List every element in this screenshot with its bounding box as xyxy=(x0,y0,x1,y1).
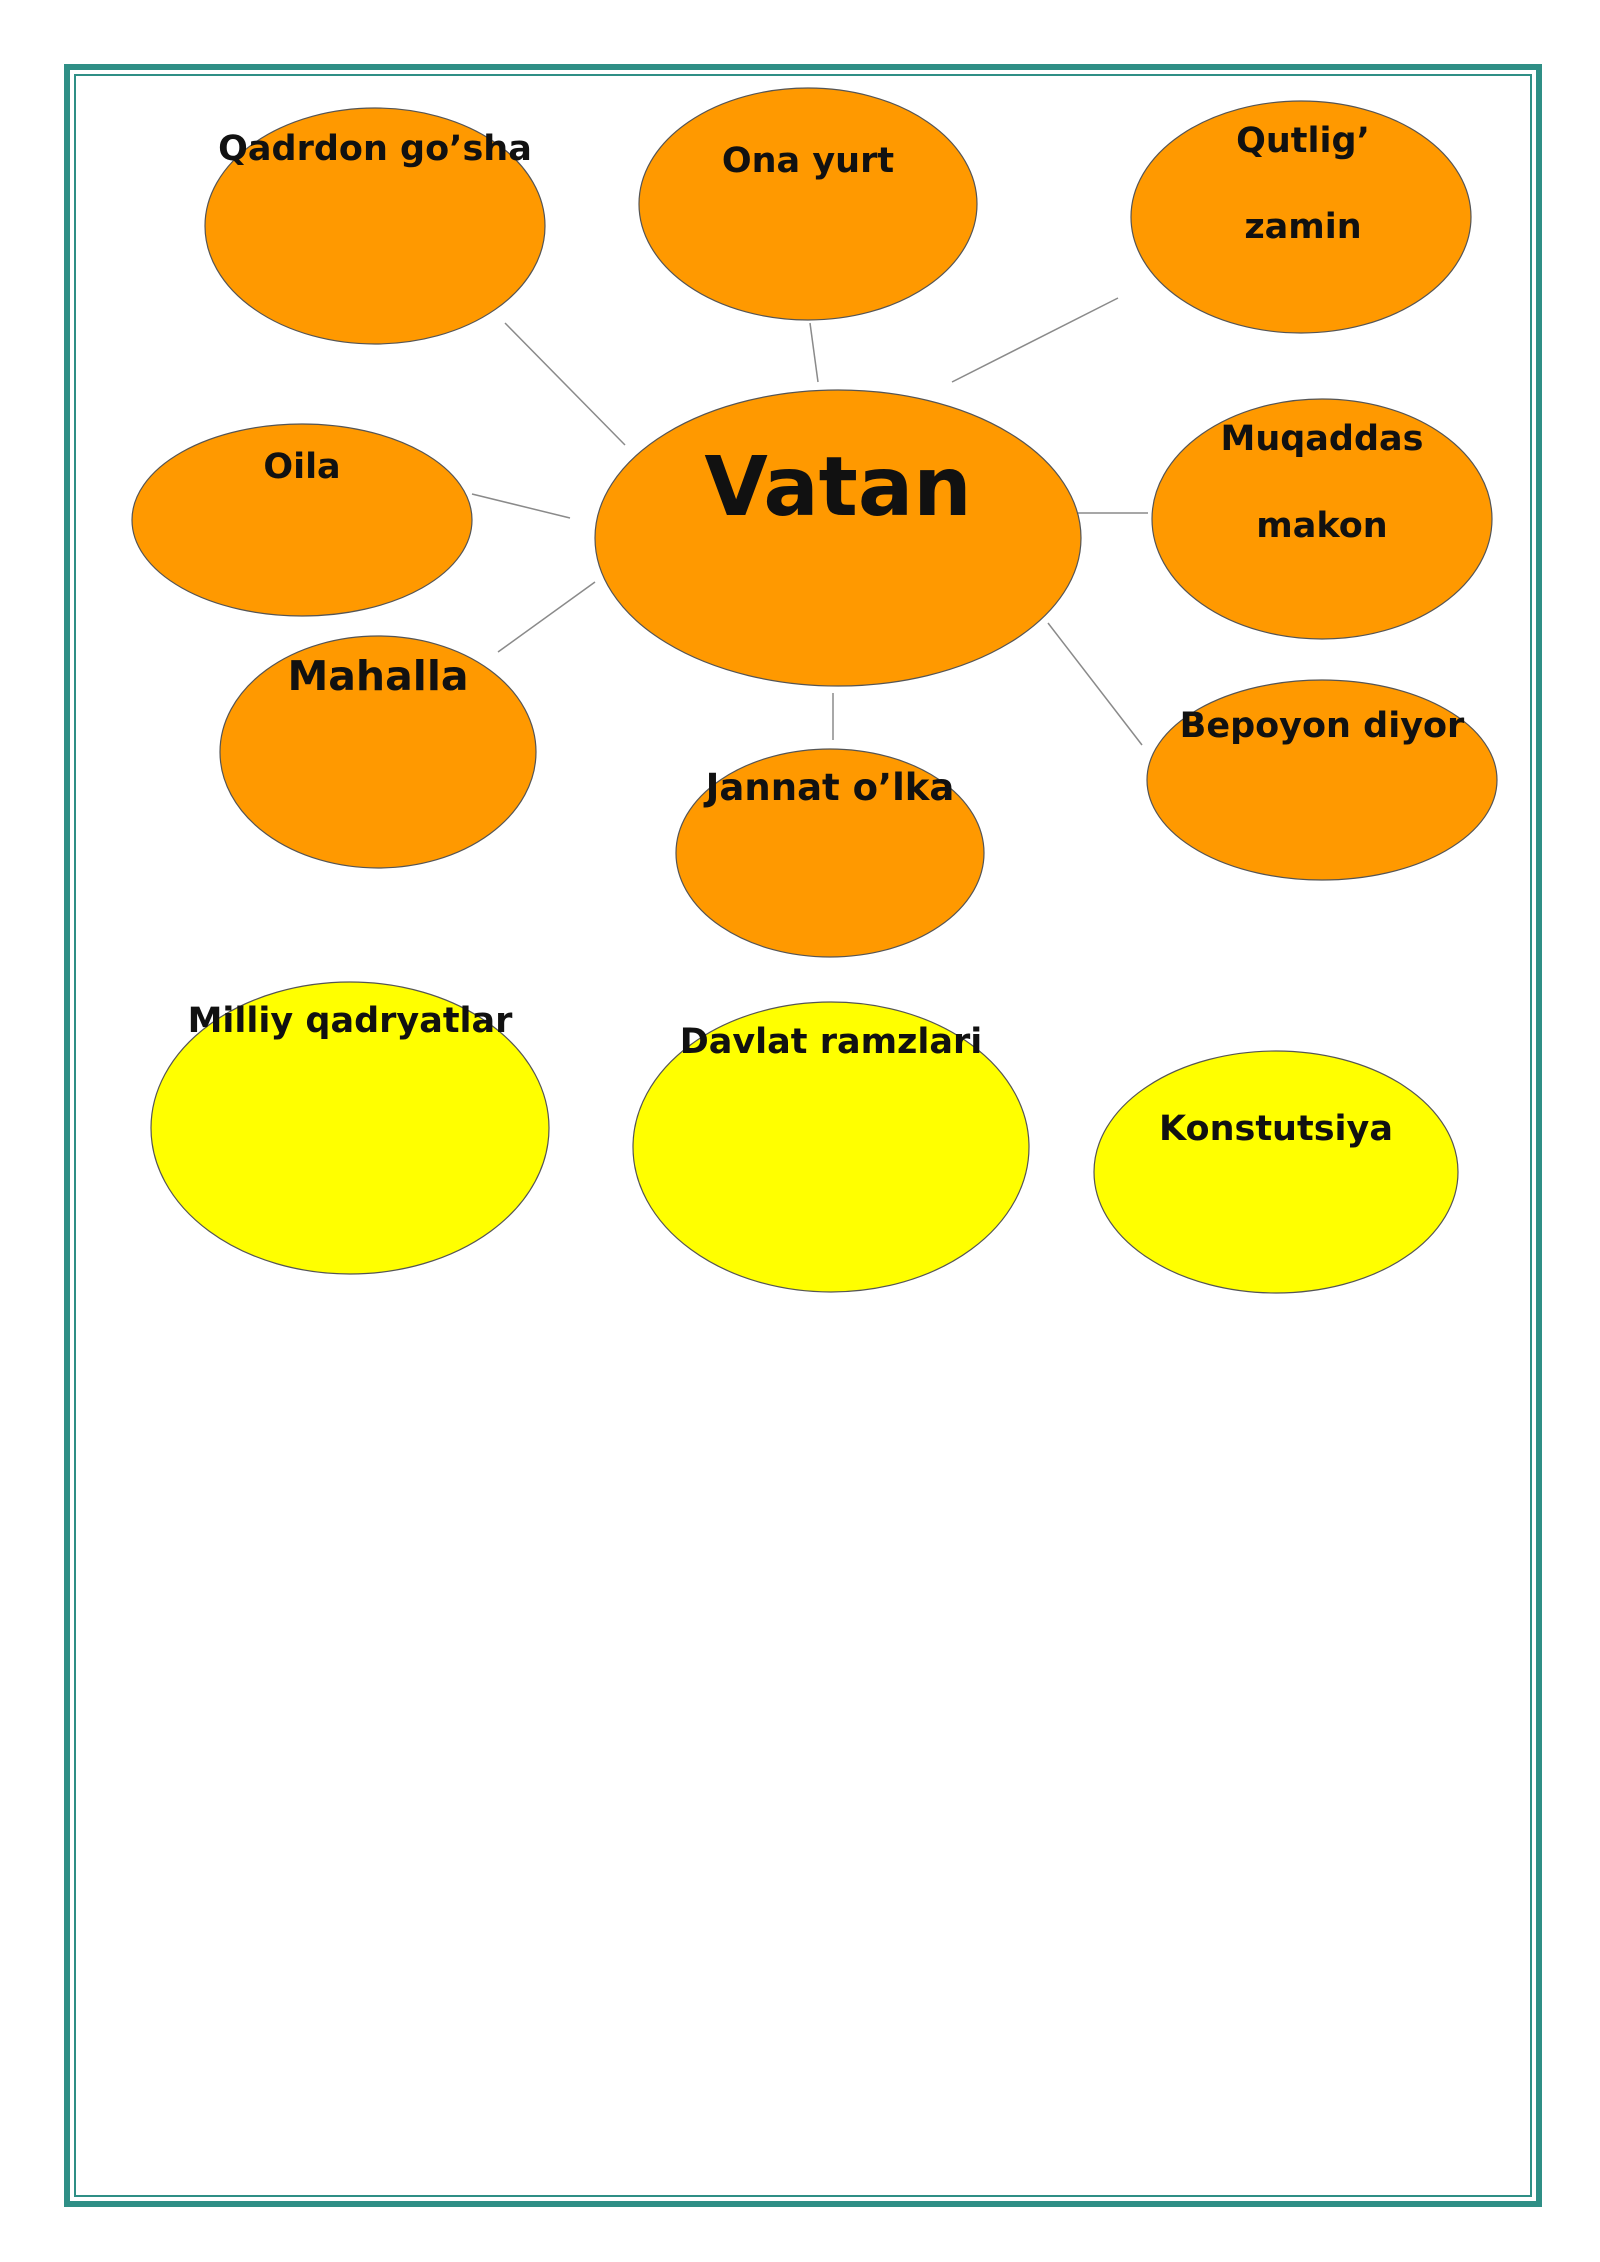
page-border-outer xyxy=(64,64,1542,2207)
node-muqaddas-label-line2: makon xyxy=(1256,506,1387,546)
node-davlat-ellipse xyxy=(632,1001,1030,1293)
ellipses xyxy=(131,87,1498,1294)
page-border-inner xyxy=(74,74,1532,2197)
connectors xyxy=(471,297,1148,746)
node-davlat-label: Davlat ramzlari xyxy=(680,1022,983,1062)
node-oila-ellipse xyxy=(131,423,473,617)
node-milliy-ellipse xyxy=(150,981,550,1275)
connector-bepoyon xyxy=(1047,622,1143,746)
node-milliy-label: Milliy qadryatlar xyxy=(188,1001,514,1041)
connector-mahalla xyxy=(497,581,596,653)
node-qutlig-label-line1: Qutlig’ xyxy=(1236,121,1370,161)
node-oila-label: Oila xyxy=(263,447,340,487)
node-jannat-label: Jannat o’lka xyxy=(703,766,955,809)
connector-qadrdon xyxy=(504,322,626,446)
connector-ona-yurt xyxy=(809,322,819,383)
node-bepoyon-ellipse xyxy=(1146,679,1498,881)
node-qadrdon-ellipse xyxy=(204,107,546,345)
node-muqaddas-label-line1: Muqaddas xyxy=(1221,419,1424,459)
node-konstitutsiya-label: Konstutsiya xyxy=(1159,1109,1393,1149)
node-qadrdon-label: Qadrdon go’sha xyxy=(218,129,532,169)
connector-qutlig xyxy=(951,297,1119,383)
node-mahalla-label: Mahalla xyxy=(287,652,468,700)
labels: Vatan Qadrdon go’sha Ona yurt Qutlig’ za… xyxy=(188,121,1465,1149)
connector-oila xyxy=(471,493,571,519)
node-qutlig-ellipse xyxy=(1130,100,1472,334)
node-ona-yurt-ellipse xyxy=(638,87,978,321)
node-konstitutsiya-ellipse xyxy=(1093,1050,1459,1294)
node-mahalla-ellipse xyxy=(219,635,537,869)
node-bepoyon-label: Bepoyon diyor xyxy=(1180,706,1465,746)
node-qutlig-label-line2: zamin xyxy=(1244,207,1361,247)
center-node-ellipse xyxy=(594,389,1082,687)
center-node-label: Vatan xyxy=(704,440,971,535)
node-ona-yurt-label: Ona yurt xyxy=(722,141,894,181)
node-muqaddas-ellipse xyxy=(1151,398,1493,640)
node-jannat-ellipse xyxy=(675,748,985,958)
